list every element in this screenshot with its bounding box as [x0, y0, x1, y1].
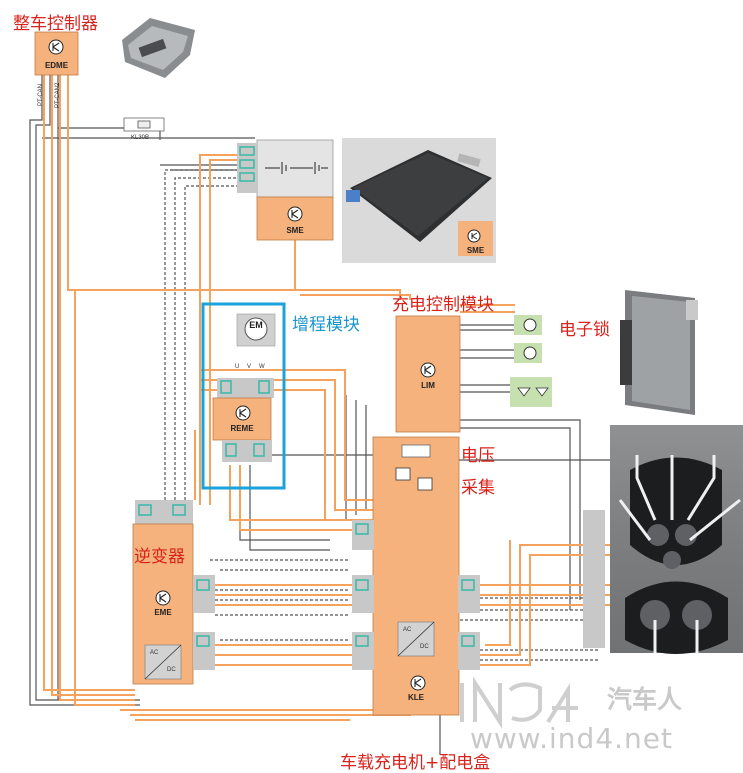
sme-photo-chip-label: SME	[466, 246, 485, 255]
charge-socket-strip	[583, 510, 605, 648]
edme-photo	[122, 18, 195, 78]
reme-chip-label: REME	[230, 424, 254, 433]
watermark-brand: 汽车人	[607, 685, 683, 714]
onboard-charger-label: 车载充电机+配电盒	[340, 753, 491, 773]
kle-module	[372, 436, 460, 716]
kl30b-fuse	[123, 117, 165, 132]
kle-chip-label: KLE	[408, 693, 424, 702]
lim-module	[395, 315, 461, 433]
pt-can-label: PT-CAN	[38, 83, 44, 106]
w-phase-label: W	[259, 364, 265, 370]
kle-connectors	[352, 520, 480, 670]
charge-ecu-photo	[620, 290, 698, 415]
charge-socket-photo	[610, 425, 743, 654]
vehicle-controller-label: 整车控制器	[13, 14, 98, 34]
range-extender-label: 增程模块	[292, 315, 360, 335]
pt-can2-label: PT-CAN2	[55, 82, 61, 108]
sme-chip-label: SME	[286, 226, 304, 235]
inverter-label: 逆变器	[134, 547, 185, 567]
e-lock-label: 电子锁	[559, 320, 610, 340]
kle-dc-label: DC	[420, 644, 429, 650]
e-lock-motors	[510, 315, 552, 407]
voltage-label: 电压	[461, 446, 495, 466]
em-motor-block	[236, 313, 276, 347]
reme-module	[212, 378, 274, 462]
ind4-logo-mark	[460, 676, 578, 729]
kl30b-label: KL30B	[131, 135, 150, 141]
eme-module	[132, 500, 215, 685]
watermark-url: www.ind4.net	[470, 722, 673, 755]
u-phase-label: U	[235, 364, 240, 370]
eme-ac-label: AC	[150, 650, 159, 656]
edme-module	[34, 31, 79, 76]
sme-photo	[342, 138, 496, 263]
eme-chip-label: EME	[154, 608, 172, 617]
charge-control-label: 充电控制模块	[392, 295, 494, 315]
sampling-label: 采集	[461, 478, 495, 498]
kle-ac-label: AC	[403, 627, 412, 633]
edme-chip-label: EDME	[44, 61, 69, 70]
v-phase-label: V	[247, 364, 252, 370]
sme-module	[237, 139, 334, 241]
range-extender-frame	[201, 302, 286, 490]
em-label: EM	[249, 320, 263, 330]
eme-dc-label: DC	[167, 667, 176, 673]
lim-chip-label: LIM	[421, 381, 435, 390]
